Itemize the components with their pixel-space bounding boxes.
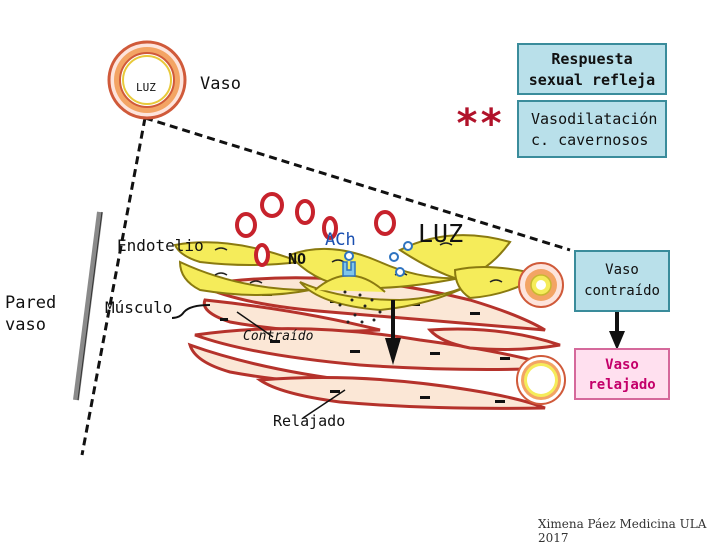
relajado-pointer: [302, 389, 346, 419]
contraido-box-line1: Vaso: [605, 262, 639, 278]
vaso-wall-label: vaso: [5, 315, 46, 335]
dashed-line-right: [144, 116, 571, 252]
contracted-vessel-icon: [518, 262, 564, 308]
credit-text: Ximena Páez Medicina ULA 2017: [538, 517, 707, 545]
red-blood-cells: [235, 192, 396, 267]
asterisks-mark: **: [455, 101, 504, 147]
contraido-pointer: [236, 311, 274, 338]
endotelio-label: Endotelio: [117, 236, 204, 255]
dashed-line-left: [80, 117, 147, 456]
vasodilatacion-box: Vasodilatación c. cavernosos: [517, 100, 667, 158]
relaxed-vessel-icon: [516, 355, 566, 405]
vaso-relajado-box: Vaso relajado: [574, 348, 670, 400]
arrow-down-icon: [609, 312, 625, 350]
lumen-label-small: LUZ: [136, 81, 156, 94]
vasodil-line1: Vasodilatación: [531, 110, 658, 128]
ach-molecule-icon: [403, 241, 413, 251]
ach-molecule-icon: [395, 267, 405, 277]
no-label: NO: [288, 250, 307, 268]
contraido-label: Contraído: [243, 329, 314, 344]
ach-label: ACh: [325, 230, 356, 250]
musculo-label: Músculo: [105, 298, 173, 317]
relajado-box-line2: relajado: [588, 377, 656, 393]
musculo-pointer: [171, 304, 211, 319]
respuesta-line2: sexual refleja: [528, 71, 656, 89]
respuesta-line1: Respuesta: [551, 50, 633, 68]
vaso-label: Vaso: [200, 74, 241, 94]
ach-receptor-icon: [342, 261, 356, 277]
vaso-contraido-box: Vaso contraído: [574, 250, 670, 312]
pared-label: Pared: [5, 293, 57, 313]
lumen-label-big: LUZ: [418, 219, 464, 248]
endothelium-layer: [173, 234, 543, 312]
vessel-wall-bar: [73, 211, 103, 401]
relajado-label: Relajado: [273, 412, 346, 430]
contraido-box-line2: contraído: [584, 283, 660, 299]
arrow-down-icon: [385, 300, 401, 365]
vasodil-line2: c. cavernosos: [531, 131, 649, 149]
relajado-box-line1: Vaso: [605, 357, 639, 373]
ach-molecule-icon: [389, 252, 399, 262]
respuesta-sexual-box: Respuesta sexual refleja: [517, 43, 667, 95]
ach-molecule-icon: [344, 251, 354, 261]
no-diffusion-dots: [338, 290, 382, 324]
vessel-cross-section: [107, 40, 187, 120]
